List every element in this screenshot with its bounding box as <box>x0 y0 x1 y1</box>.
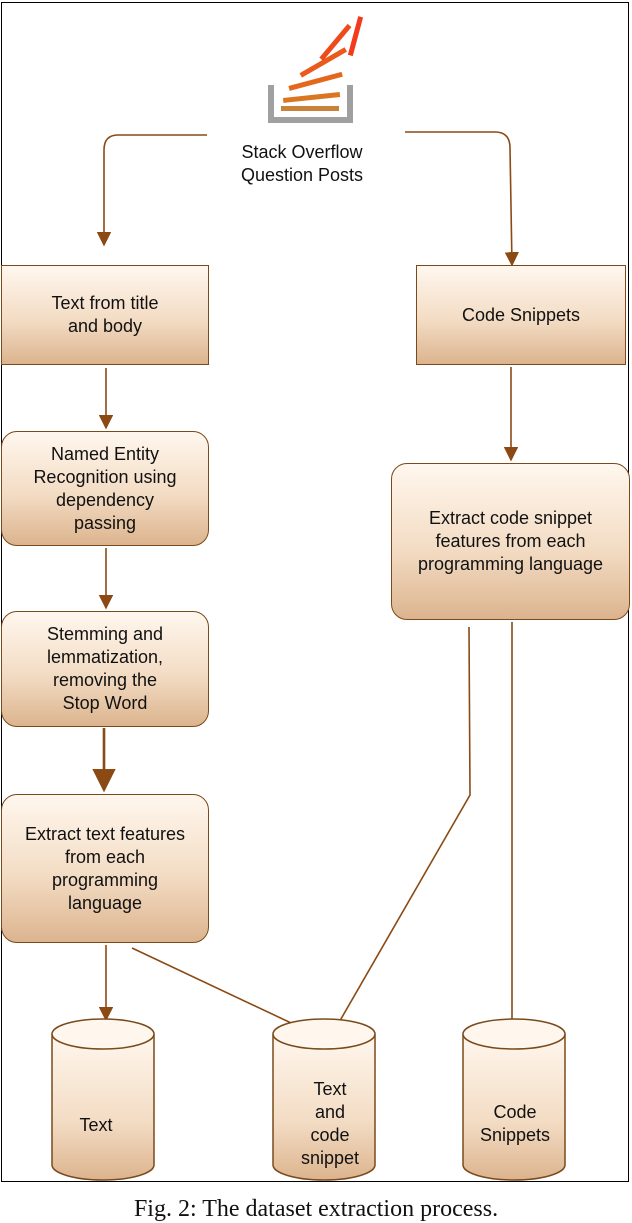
extract-text-features-box: Extract text features from each programm… <box>1 794 209 943</box>
combined-db-label: Text and code snippet <box>300 1079 360 1168</box>
arrow-source-to-text <box>96 134 207 247</box>
arrow-source-to-code <box>405 131 519 267</box>
stemming-box: Stemming and lemmatization, removing the… <box>1 611 209 727</box>
text-title-body-box: Text from title and body <box>1 265 209 365</box>
source-label: Stack Overflow Question Posts <box>240 142 364 185</box>
stack-overflow-logo-icon <box>268 16 364 123</box>
combined-db-cylinder <box>272 1018 376 1181</box>
text-db-label: Text <box>79 1115 113 1135</box>
code-db-cylinder <box>462 1018 566 1181</box>
figure-caption: Fig. 2: The dataset extraction process. <box>133 1196 499 1222</box>
text-db-cylinder <box>51 1018 155 1181</box>
ner-box: Named Entity Recognition using dependenc… <box>1 431 209 546</box>
code-snippets-box: Code Snippets <box>416 265 626 365</box>
arrow-extract-code-to-combined-db <box>329 626 471 1040</box>
code-db-label: Code Snippets <box>479 1102 551 1145</box>
extract-code-features-box: Extract code snippet features from each … <box>391 463 630 620</box>
